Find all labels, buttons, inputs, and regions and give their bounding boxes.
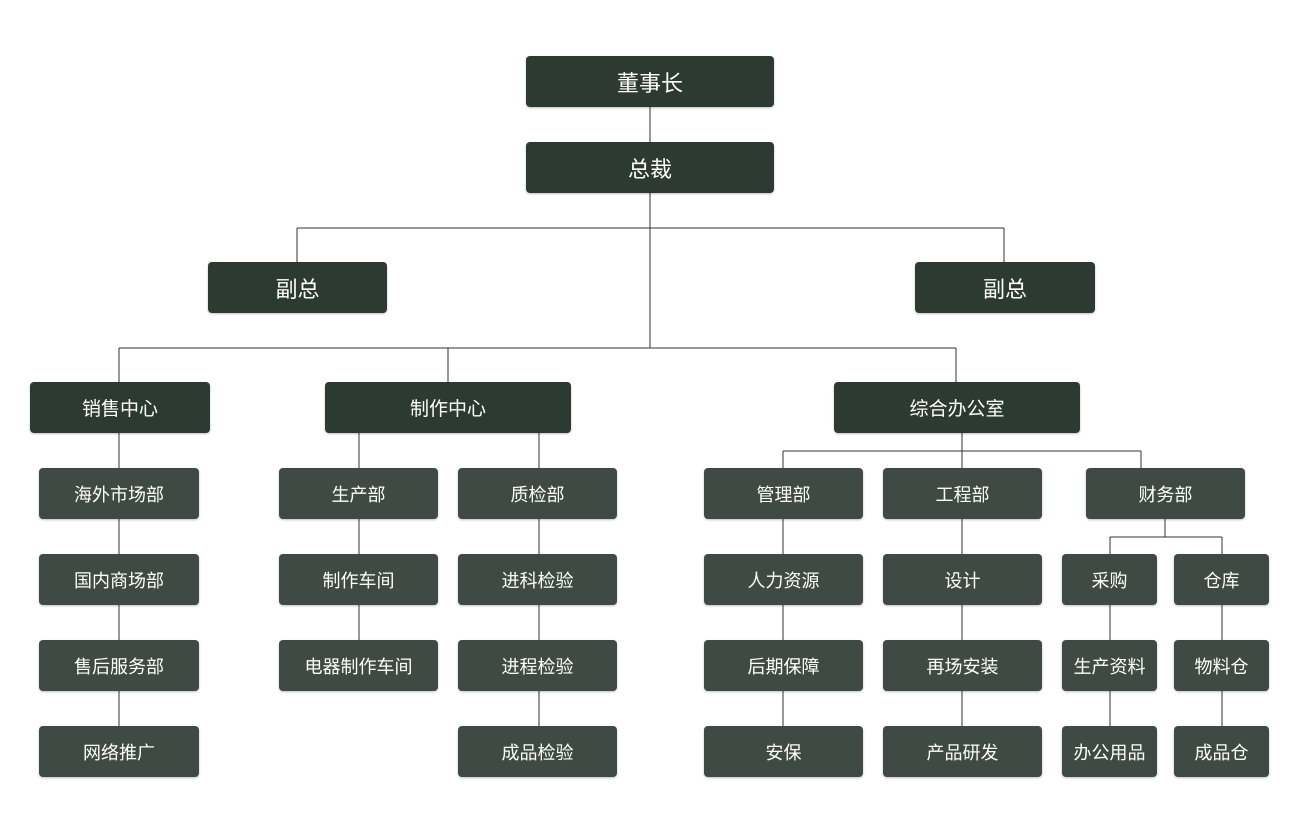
node-chairman: 董事长 [526, 56, 774, 107]
node-hr: 人力资源 [704, 554, 863, 605]
node-purchasing: 采购 [1062, 554, 1157, 605]
node-office-supplies: 办公用品 [1062, 726, 1157, 777]
node-qc-dept: 质检部 [458, 468, 617, 519]
node-production-materials: 生产资料 [1062, 640, 1157, 691]
node-incoming-inspection: 进科检验 [458, 554, 617, 605]
node-domestic-market: 国内商场部 [39, 554, 199, 605]
node-process-inspection: 进程检验 [458, 640, 617, 691]
node-workshop: 制作车间 [279, 554, 438, 605]
node-engineering-dept: 工程部 [883, 468, 1042, 519]
node-warehouse: 仓库 [1174, 554, 1269, 605]
node-security: 安保 [704, 726, 863, 777]
node-design: 设计 [883, 554, 1042, 605]
node-logistics: 后期保障 [704, 640, 863, 691]
node-electrical-workshop: 电器制作车间 [279, 640, 438, 691]
node-sales-center: 销售中心 [30, 382, 210, 433]
node-online-promotion: 网络推广 [39, 726, 199, 777]
node-materials-store: 物料仓 [1174, 640, 1269, 691]
node-management-dept: 管理部 [704, 468, 863, 519]
node-onsite-install: 再场安装 [883, 640, 1042, 691]
node-production-center: 制作中心 [325, 382, 571, 433]
node-general-office: 综合办公室 [834, 382, 1080, 433]
node-overseas-market: 海外市场部 [39, 468, 199, 519]
node-production-dept: 生产部 [279, 468, 438, 519]
node-finance-dept: 财务部 [1086, 468, 1245, 519]
node-president: 总裁 [526, 142, 774, 193]
node-vp-right: 副总 [915, 262, 1095, 313]
node-finished-store: 成品仓 [1174, 726, 1269, 777]
node-finished-inspection: 成品检验 [458, 726, 617, 777]
node-after-sales: 售后服务部 [39, 640, 199, 691]
node-rnd: 产品研发 [883, 726, 1042, 777]
node-vp-left: 副总 [208, 262, 387, 313]
